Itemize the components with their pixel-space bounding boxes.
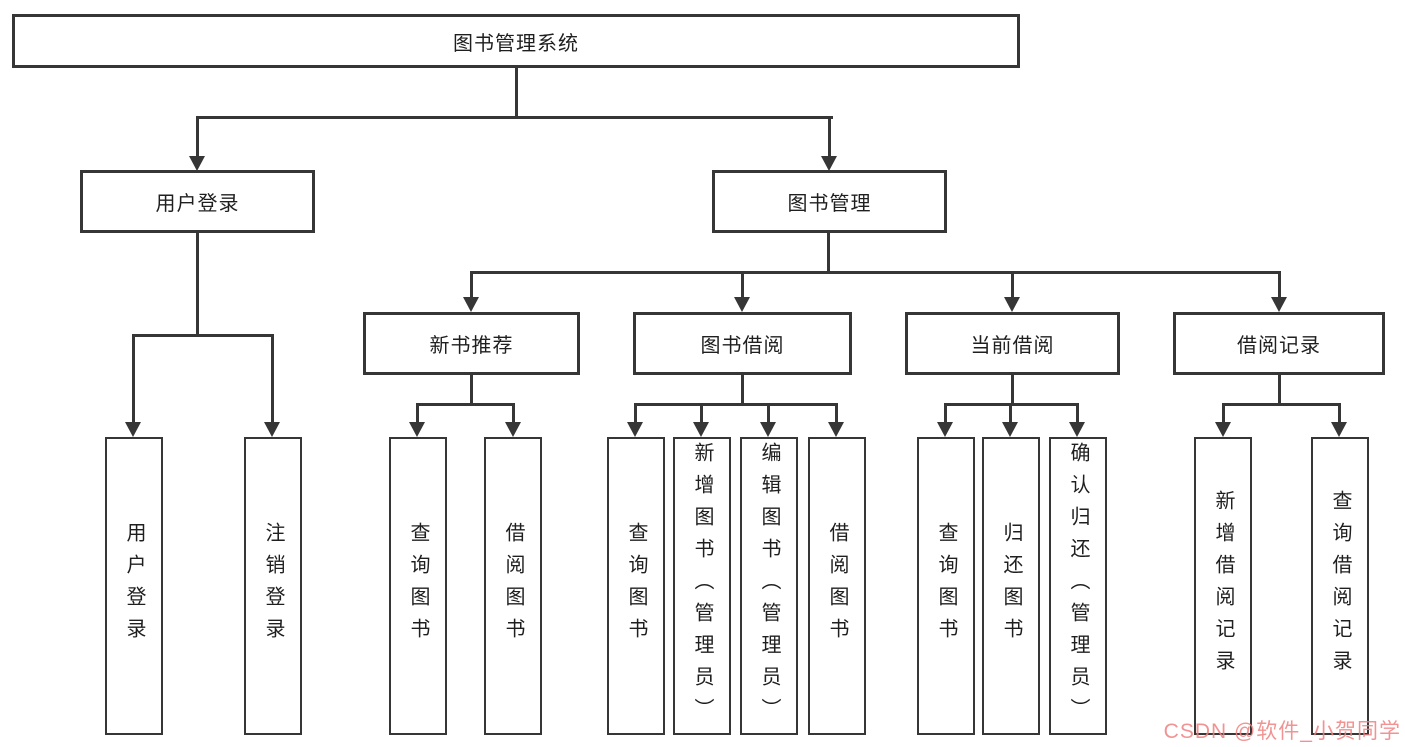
node-new-book-recommend-label: 新书推荐 [429, 335, 514, 357]
arrow-down-icon [937, 422, 953, 437]
connector-user-login-drop [196, 233, 199, 336]
connector-to-leaf [1338, 403, 1341, 423]
leaf-user-login-label: 用户登录 [123, 522, 145, 650]
leaf-borrowing-borrow-books-label: 借阅图书 [826, 522, 848, 650]
connector-borrowing-bar [634, 403, 837, 406]
node-user-login: 用户登录 [80, 170, 315, 233]
node-borrowing-records: 借阅记录 [1173, 312, 1385, 375]
leaf-borrowing-query-books: 查询图书 [607, 437, 665, 735]
connector-records-drop [1278, 375, 1281, 406]
arrow-down-icon [189, 156, 205, 171]
arrow-down-icon [828, 422, 844, 437]
connector-recommend-bar [416, 403, 515, 406]
leaf-current-query-books-label: 查询图书 [935, 522, 957, 650]
leaf-borrowing-add-books-label: 新增图书（管理员） [691, 442, 713, 730]
leaf-records-query-record-label: 查询借阅记录 [1329, 490, 1351, 682]
node-root: 图书管理系统 [12, 14, 1020, 68]
connector-to-leaf [1076, 403, 1079, 423]
arrow-down-icon [264, 422, 280, 437]
leaf-borrowing-query-books-label: 查询图书 [625, 522, 647, 650]
leaf-borrowing-edit-books: 编辑图书（管理员） [740, 437, 798, 735]
connector-to-book-management [828, 116, 831, 157]
arrow-down-icon [760, 422, 776, 437]
arrow-down-icon [693, 422, 709, 437]
connector-records-bar [1222, 403, 1341, 406]
node-book-management-label: 图书管理 [787, 193, 872, 215]
arrow-down-icon [125, 422, 141, 437]
connector-to-leaf [700, 403, 703, 423]
leaf-records-add-record: 新增借阅记录 [1194, 437, 1252, 735]
arrow-down-icon [463, 297, 479, 312]
node-current-borrowing-label: 当前借阅 [970, 335, 1055, 357]
connector-to-book-borrowing [741, 271, 744, 298]
leaf-records-add-record-label: 新增借阅记录 [1212, 490, 1234, 682]
arrow-down-icon [1271, 297, 1287, 312]
leaf-recommend-borrow-books-label: 借阅图书 [502, 522, 524, 650]
connector-to-leaf [634, 403, 637, 423]
leaf-borrowing-borrow-books: 借阅图书 [808, 437, 866, 735]
connector-root-drop [515, 68, 518, 118]
node-book-borrowing: 图书借阅 [633, 312, 852, 375]
connector-to-leaf-user-login [132, 334, 135, 423]
connector-level3-bar [470, 271, 1281, 274]
connector-to-leaf-logout [271, 334, 274, 423]
leaf-records-query-record: 查询借阅记录 [1311, 437, 1369, 735]
connector-to-leaf [767, 403, 770, 423]
leaf-user-login: 用户登录 [105, 437, 163, 735]
leaf-current-confirm-return: 确认归还（管理员） [1049, 437, 1107, 735]
connector-to-new-book-recommend [470, 271, 473, 298]
connector-to-leaf [512, 403, 515, 423]
leaf-current-query-books: 查询图书 [917, 437, 975, 735]
leaf-current-return-books-label: 归还图书 [1000, 522, 1022, 650]
connector-to-leaf [835, 403, 838, 423]
node-new-book-recommend: 新书推荐 [363, 312, 580, 375]
csdn-watermark: CSDN @软件_小贺同学 [1163, 720, 1401, 743]
leaf-recommend-query-books-label: 查询图书 [407, 522, 429, 650]
connector-to-user-login [196, 116, 199, 157]
leaf-logout: 注销登录 [244, 437, 302, 735]
connector-to-leaf [944, 403, 947, 423]
arrow-down-icon [821, 156, 837, 171]
leaf-borrowing-edit-books-label: 编辑图书（管理员） [758, 442, 780, 730]
arrow-down-icon [627, 422, 643, 437]
connector-book-management-drop [827, 233, 830, 273]
arrow-down-icon [1002, 422, 1018, 437]
connector-to-leaf [416, 403, 419, 423]
connector-recommend-drop [470, 375, 473, 406]
leaf-borrowing-add-books: 新增图书（管理员） [673, 437, 731, 735]
connector-level2-bar [196, 116, 833, 119]
leaf-current-return-books: 归还图书 [982, 437, 1040, 735]
node-root-label: 图书管理系统 [453, 32, 579, 55]
arrow-down-icon [1004, 297, 1020, 312]
node-current-borrowing: 当前借阅 [905, 312, 1120, 375]
connector-to-leaf [1222, 403, 1225, 423]
arrow-down-icon [1215, 422, 1231, 437]
node-borrowing-records-label: 借阅记录 [1237, 335, 1321, 357]
arrow-down-icon [734, 297, 750, 312]
arrow-down-icon [1331, 422, 1347, 437]
arrow-down-icon [409, 422, 425, 437]
node-book-borrowing-label: 图书借阅 [700, 335, 785, 357]
connector-to-current-borrowing [1011, 271, 1014, 298]
connector-to-borrowing-records [1278, 271, 1281, 298]
leaf-logout-label: 注销登录 [262, 522, 284, 650]
arrow-down-icon [505, 422, 521, 437]
leaf-current-confirm-return-label: 确认归还（管理员） [1067, 442, 1089, 730]
connector-to-leaf [1009, 403, 1012, 423]
node-book-management: 图书管理 [712, 170, 947, 233]
leaf-recommend-query-books: 查询图书 [389, 437, 447, 735]
connector-user-login-bar [132, 334, 274, 337]
connector-borrowing-drop [741, 375, 744, 406]
connector-current-drop [1011, 375, 1014, 406]
leaf-recommend-borrow-books: 借阅图书 [484, 437, 542, 735]
arrow-down-icon [1069, 422, 1085, 437]
node-user-login-label: 用户登录 [155, 193, 240, 215]
